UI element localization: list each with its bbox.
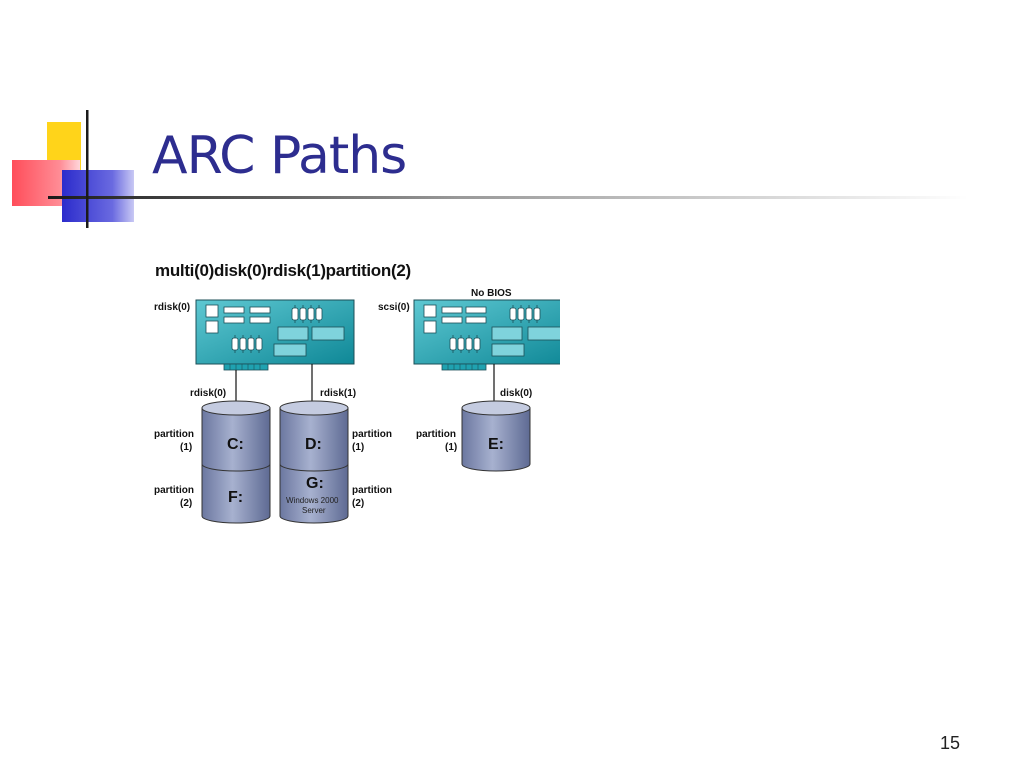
vertical-rule <box>86 110 89 228</box>
drive-e: E: <box>488 436 504 453</box>
disk-rdisk0 <box>201 400 271 524</box>
drive-d: D: <box>305 436 322 453</box>
controller-card-right: No BIOS scsi(0) <box>378 288 560 371</box>
partition-label-c: partition <box>154 429 194 440</box>
g-caption-line1: Windows 2000 <box>286 496 339 505</box>
slide-title: ARC Paths <box>152 126 407 186</box>
controller-card-left: rdisk(0) <box>154 299 355 371</box>
rdisk1-label: rdisk(1) <box>320 388 356 399</box>
partition-num-g: (2) <box>352 498 364 509</box>
drive-f: F: <box>228 489 243 506</box>
partition-num-c: (1) <box>180 442 192 453</box>
controller-right-label: scsi(0) <box>378 302 410 313</box>
disk0-label: disk(0) <box>500 388 532 399</box>
disk-rdisk1 <box>279 400 349 524</box>
arc-path-diagram: multi(0)disk(0)rdisk(1)partition(2) rdis… <box>154 261 560 524</box>
partition-num-d: (1) <box>352 442 364 453</box>
arc-path-heading: multi(0)disk(0)rdisk(1)partition(2) <box>155 261 411 280</box>
drive-c: C: <box>227 436 244 453</box>
controller-left-label: rdisk(0) <box>154 302 190 313</box>
partition-num-f: (2) <box>180 498 192 509</box>
partition-num-e: (1) <box>445 442 457 453</box>
no-bios-label: No BIOS <box>471 288 512 299</box>
partition-label-d: partition <box>352 429 392 440</box>
partition-label-e: partition <box>416 429 456 440</box>
rdisk0-label: rdisk(0) <box>190 388 226 399</box>
g-caption-line2: Server <box>302 506 326 515</box>
page-number: 15 <box>940 733 961 753</box>
title-decoration <box>12 110 968 228</box>
partition-label-f: partition <box>154 485 194 496</box>
drive-g: G: <box>306 475 324 492</box>
disk-disk0 <box>461 400 531 472</box>
title-rule <box>48 196 968 199</box>
partition-label-g: partition <box>352 485 392 496</box>
